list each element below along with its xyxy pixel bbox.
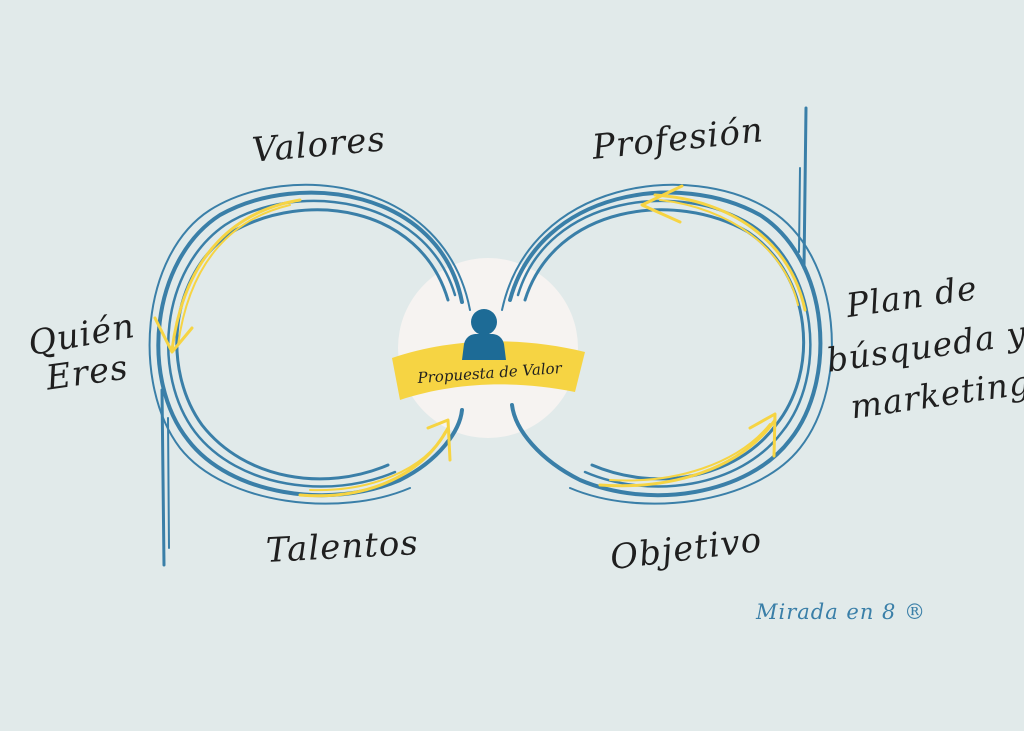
arrow-down-left-icon xyxy=(153,316,194,354)
arrow-left-top-icon xyxy=(640,184,684,224)
arrow-icons xyxy=(153,184,777,462)
brand-mark: Mirada en 8 ® xyxy=(756,600,927,624)
yellow-flow-strokes xyxy=(170,193,807,498)
arrow-up-right-icon xyxy=(426,418,452,462)
person-icon xyxy=(462,309,506,360)
value-banner xyxy=(392,341,585,400)
decorative-lines xyxy=(160,106,808,567)
arrow-up-right-2-icon xyxy=(748,412,777,458)
label-talentos: Talentos xyxy=(265,523,420,571)
